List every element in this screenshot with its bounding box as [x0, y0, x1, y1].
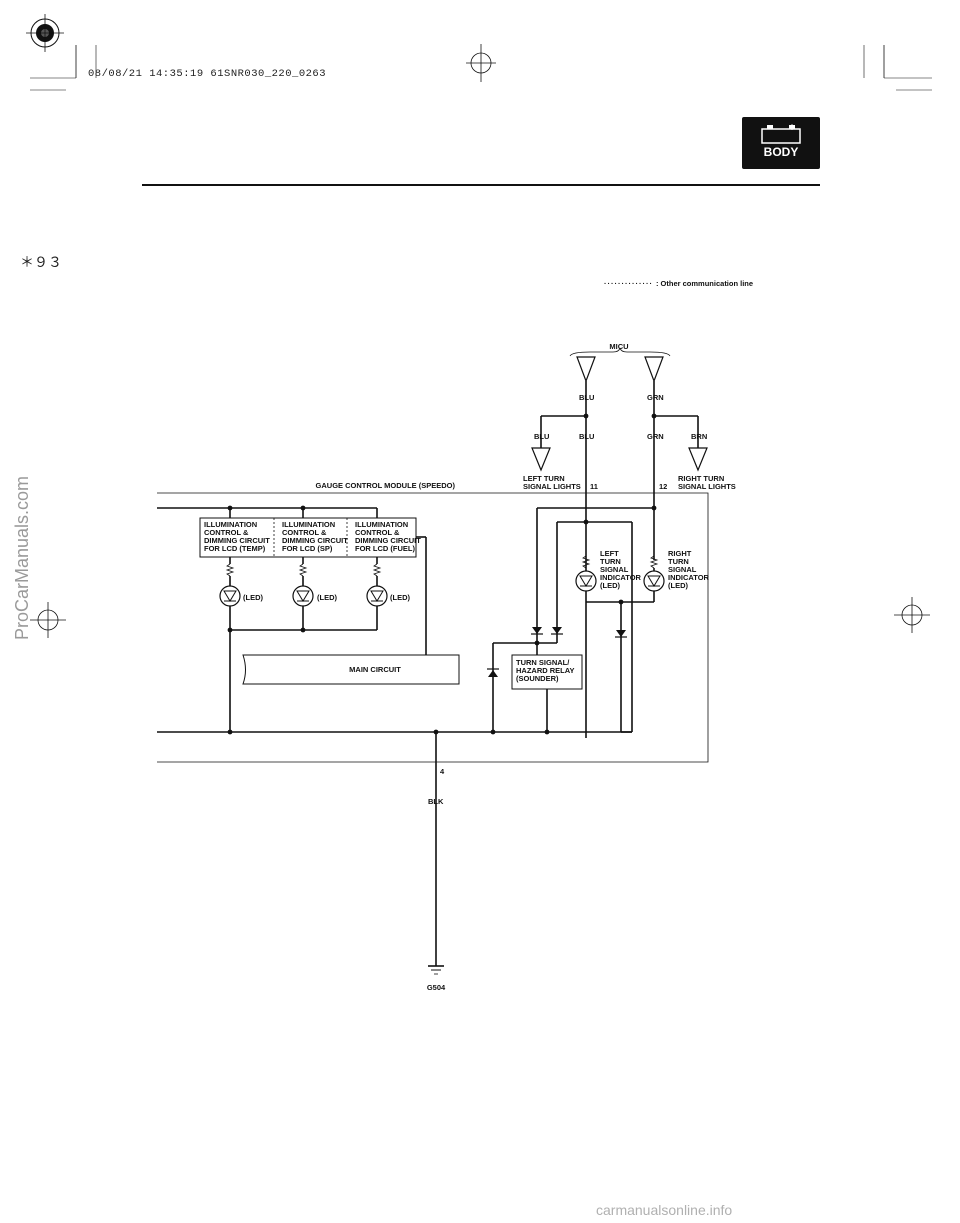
left-turn-lights-line2: SIGNAL LIGHTS	[523, 482, 581, 491]
illum-sp-line3: DIMMING CIRCUIT	[282, 536, 348, 545]
wire-color-grn-top: GRN	[647, 393, 664, 402]
right-turn-lights-line2: SIGNAL LIGHTS	[678, 482, 736, 491]
illum-temp-line4: FOR LCD (TEMP)	[204, 544, 266, 553]
side-watermark-text: ProCarManuals.com	[12, 476, 32, 640]
pin-11: 11	[590, 482, 598, 491]
micu-connector-grn-icon	[644, 356, 664, 383]
section-badge-label: BODY	[763, 145, 799, 159]
right-turn-indicator-led	[643, 555, 665, 602]
left-turn-lights-line1: LEFT TURN	[523, 474, 565, 483]
left-indicator-line1: LEFT	[600, 549, 619, 558]
led-fuel-label: (LED)	[390, 593, 410, 602]
battery-plus: +	[788, 120, 795, 134]
pin-4: 4	[440, 767, 445, 776]
relay-line1: TURN SIGNAL/	[516, 658, 570, 667]
illum-fuel-line3: DIMMING CIRCUIT	[355, 536, 421, 545]
illum-temp-line1: ILLUMINATION	[204, 520, 257, 529]
crosshair-icon	[894, 597, 930, 633]
battery-minus: −	[766, 120, 773, 134]
illum-fuel-line4: FOR LCD (FUEL)	[355, 544, 415, 553]
illum-temp-line2: CONTROL &	[204, 528, 249, 537]
right-indicator-line5: (LED)	[668, 581, 688, 590]
gauge-control-module-title: GAUGE CONTROL MODULE (SPEEDO)	[316, 481, 456, 490]
left-turn-lights-connector-icon	[531, 447, 551, 472]
right-indicator-line4: INDICATOR	[668, 573, 710, 582]
led-sp-label: (LED)	[317, 593, 337, 602]
illum-fuel-line2: CONTROL &	[355, 528, 400, 537]
crosshair-icon	[466, 44, 496, 82]
illum-sp-line1: ILLUMINATION	[282, 520, 335, 529]
left-turn-indicator-led	[575, 555, 597, 592]
micu-connector-blu-icon	[576, 356, 596, 383]
micu-label: MICU	[609, 342, 628, 351]
right-indicator-line2: TURN	[668, 557, 689, 566]
side-watermark: ProCarManuals.com	[12, 476, 32, 640]
led-temp-label: (LED)	[243, 593, 263, 602]
left-indicator-line5: (LED)	[600, 581, 620, 590]
wire-color-blk: BLK	[428, 797, 444, 806]
print-stamp: 08/08/21 14:35:19 61SNR030_220_0263	[88, 68, 327, 80]
legend: ··············: Other communication line	[604, 279, 753, 288]
ground-label: G504	[427, 983, 446, 992]
wire-color-grn-mid: GRN	[647, 432, 664, 441]
gauge-control-module-outline	[157, 492, 709, 763]
micu-brace	[569, 347, 671, 357]
bottom-watermark: carmanualsonline.info	[596, 1202, 733, 1218]
legend-dots: ··············	[604, 279, 653, 288]
pin-12: 12	[659, 482, 667, 491]
wire-color-brn-right: BRN	[691, 432, 707, 441]
led-temp	[219, 557, 241, 630]
battery-icon: − +	[761, 120, 801, 144]
left-indicator-line2: TURN	[600, 557, 621, 566]
illum-temp-line3: DIMMING CIRCUIT	[204, 536, 270, 545]
relay-line2: HAZARD RELAY	[516, 666, 574, 675]
right-indicator-line1: RIGHT	[668, 549, 692, 558]
crosshair-icon	[30, 602, 66, 638]
right-turn-lights-connector-icon	[688, 447, 708, 472]
right-turn-lights-line1: RIGHT TURN	[678, 474, 724, 483]
left-indicator-line4: INDICATOR	[600, 573, 642, 582]
right-indicator-line3: SIGNAL	[668, 565, 697, 574]
ground-icon	[428, 965, 444, 975]
led-sp	[292, 557, 314, 630]
page-marker: ＊９３	[20, 255, 62, 271]
illum-fuel-line1: ILLUMINATION	[355, 520, 408, 529]
legend-text: : Other communication line	[655, 279, 754, 288]
illum-sp-line4: FOR LCD (SP)	[282, 544, 333, 553]
illum-sp-line2: CONTROL &	[282, 528, 327, 537]
wire-color-blu-mid: BLU	[579, 432, 594, 441]
wire-color-blu-left: BLU	[534, 432, 549, 441]
main-circuit-label: MAIN CIRCUIT	[349, 665, 401, 674]
main-circuit-box	[242, 654, 460, 685]
left-indicator-line3: SIGNAL	[600, 565, 629, 574]
led-fuel	[366, 557, 388, 630]
section-badge-body: − + BODY	[742, 117, 820, 169]
registration-target-icon	[26, 14, 64, 52]
relay-line3: (SOUNDER)	[516, 674, 559, 683]
